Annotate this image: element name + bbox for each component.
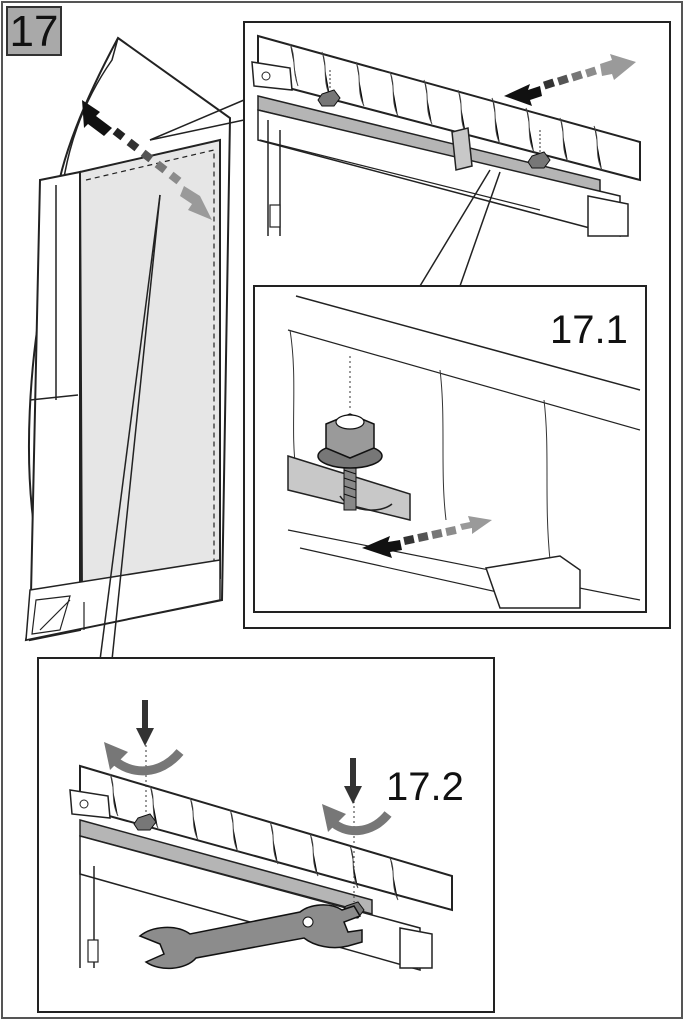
down-arrow-icon: [136, 700, 154, 746]
detail-17-2-box: [37, 657, 495, 1013]
step-number-badge: 17: [6, 6, 62, 56]
nut-bolt-icon: [317, 89, 551, 169]
double-arrow-icon: [362, 516, 492, 558]
double-arrow-icon: [504, 54, 636, 106]
detail-17-1-box: [253, 285, 647, 613]
detail-label-17-1: 17.1: [550, 308, 628, 352]
cabinet-overview: [24, 36, 245, 661]
detail-label-17-2: 17.2: [386, 765, 464, 809]
down-arrow-icon: [344, 758, 362, 804]
rotate-arrow-icon: [322, 804, 392, 836]
rotate-arrow-icon: [104, 742, 184, 776]
wrench-icon: [138, 904, 363, 970]
nut-bolt-icon: [317, 413, 383, 511]
double-arrow-icon: [82, 100, 212, 220]
